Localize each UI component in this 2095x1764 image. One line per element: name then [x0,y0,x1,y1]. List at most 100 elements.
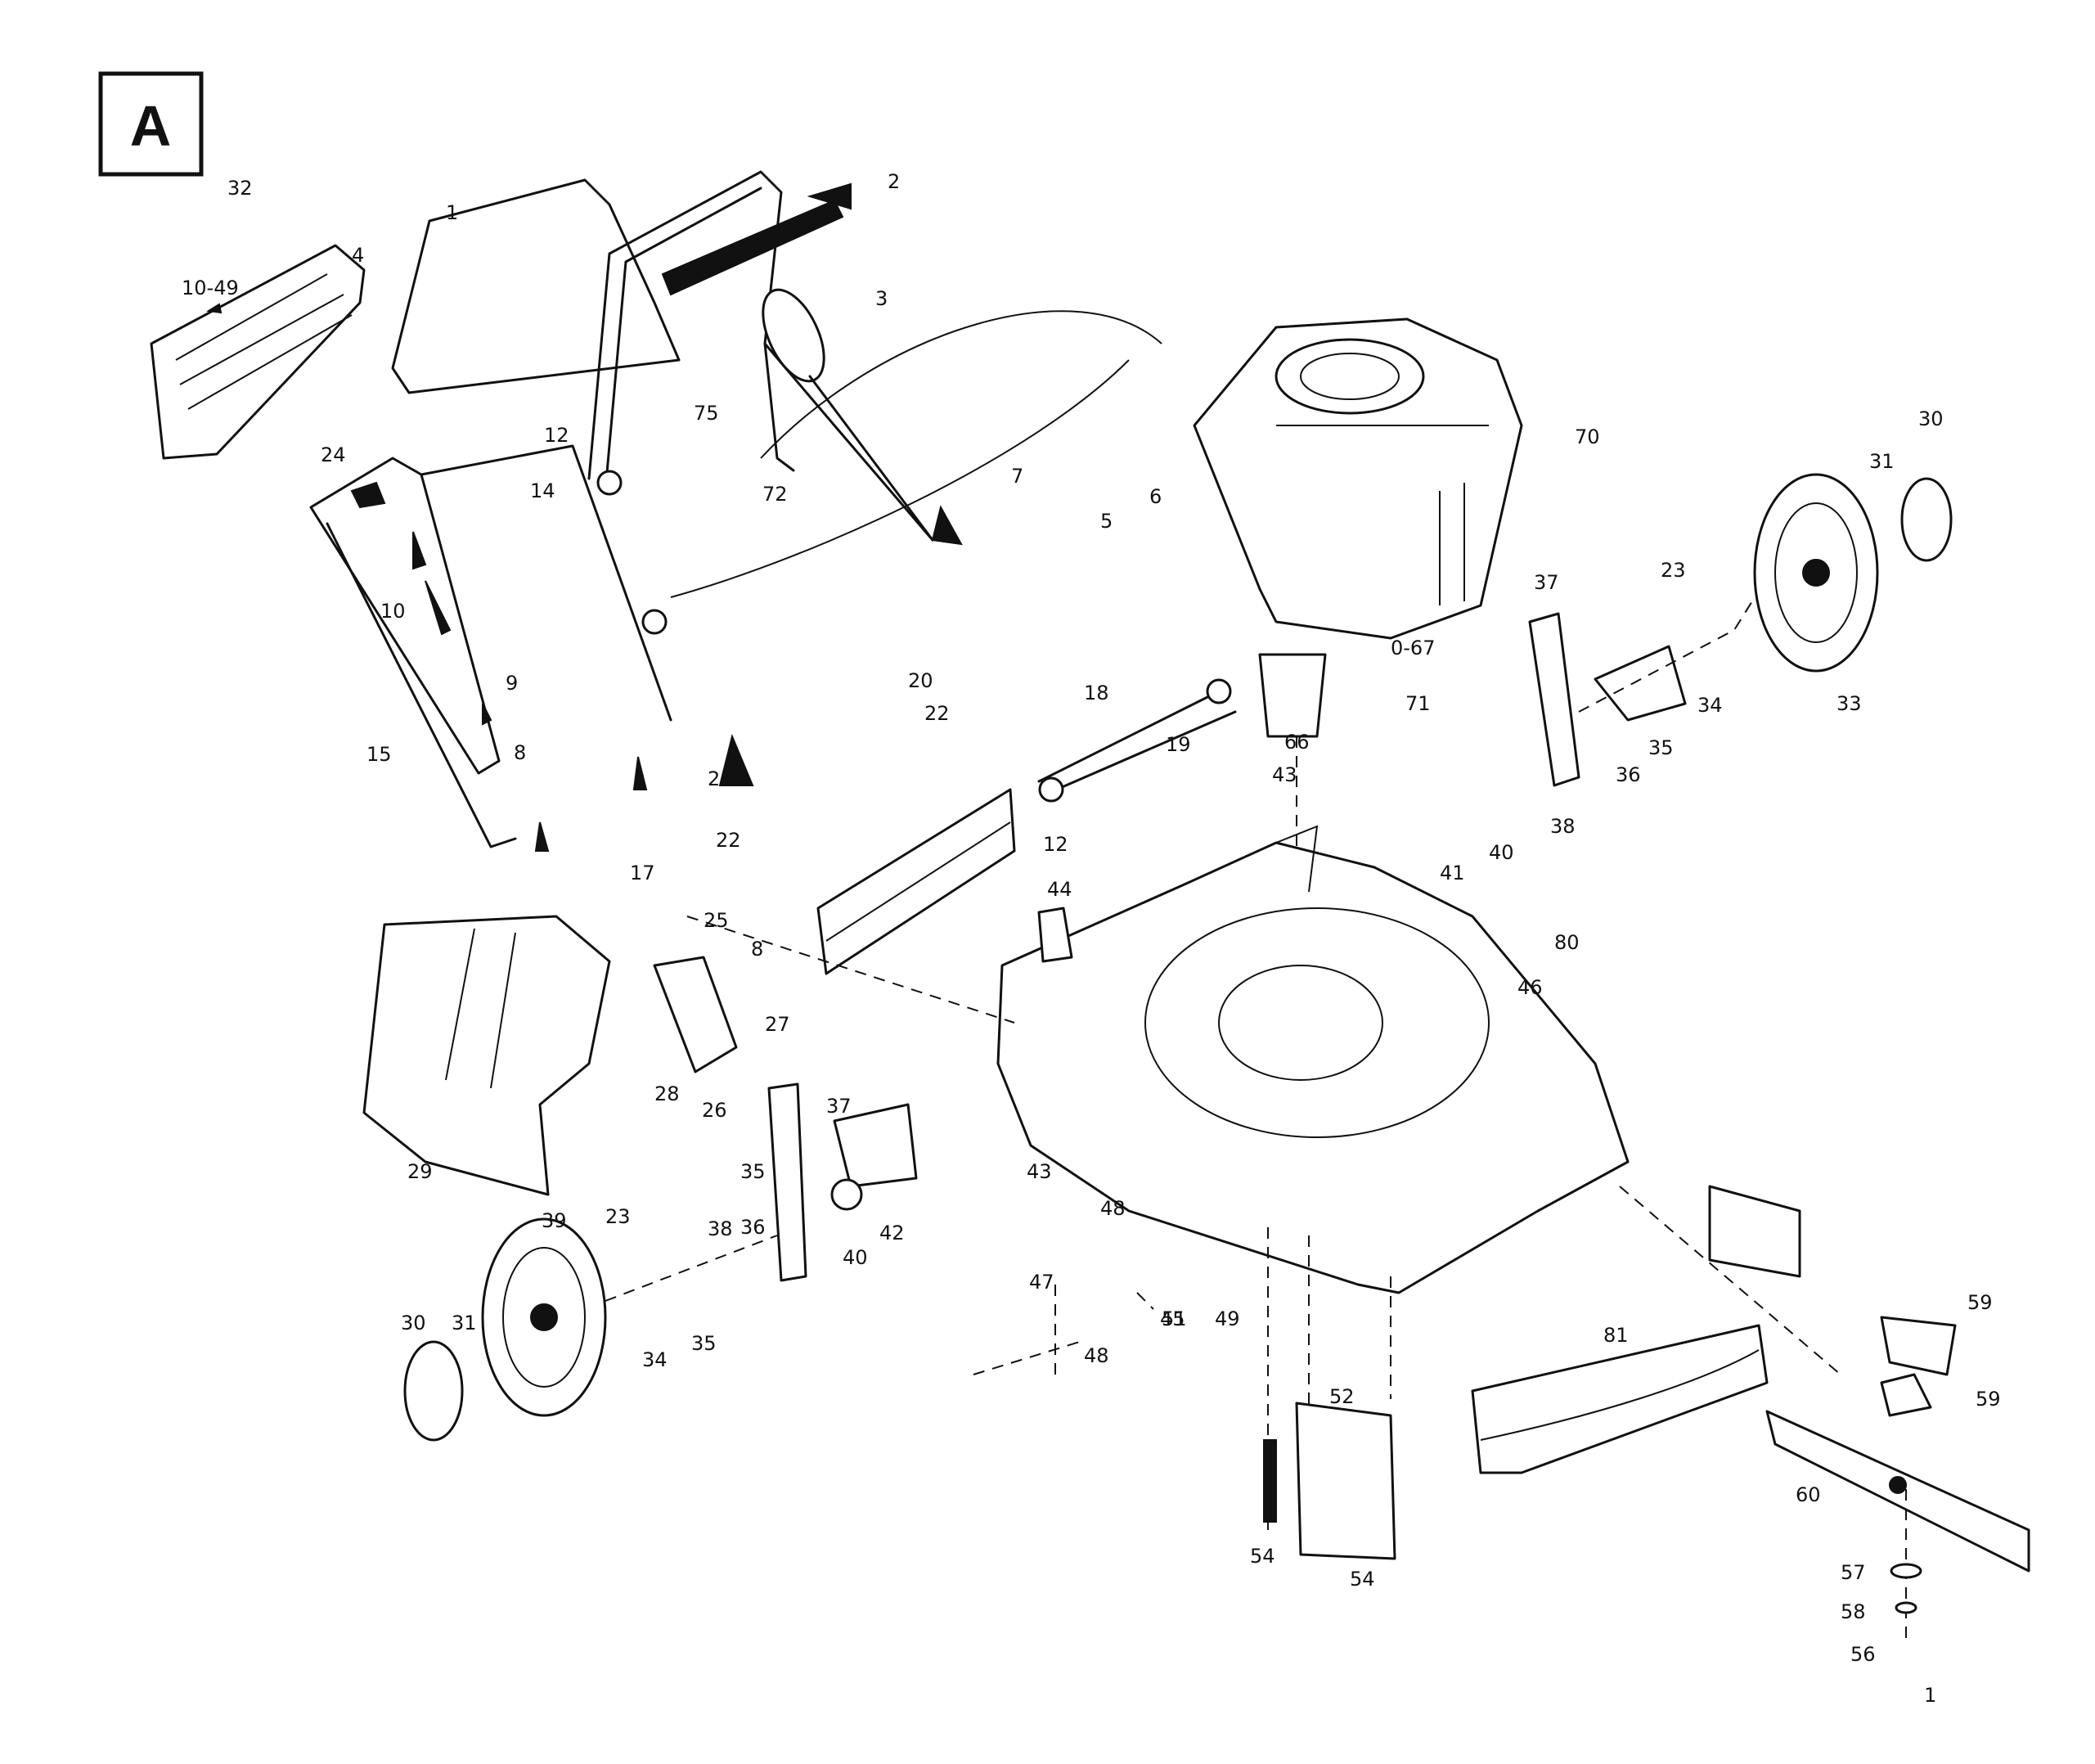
control-cable-part [670,310,1162,598]
mower-deck-part [996,825,1630,1294]
control-panel-part [150,244,366,460]
part-label: 75 [694,402,719,425]
part-label: 3 [875,287,888,310]
part-label: 12 [544,424,569,447]
right-height-adjuster [1528,596,1756,787]
part-label: 12 [1043,833,1068,856]
part-label: 21 [708,767,733,790]
part-label: 23 [1661,559,1686,582]
part-label: 33 [1836,692,1862,715]
part-label: 30 [1918,407,1944,430]
part-label: 46 [1517,976,1543,999]
part-label: 6 [1149,485,1162,508]
part-label: 15 [366,743,392,766]
engine-part [1193,317,1523,640]
bag-frame-part [653,916,1015,1073]
part-label: 14 [530,479,555,502]
part-label: 60 [1796,1483,1821,1506]
part-label: 48 [1084,1344,1109,1367]
blade-part [1765,1410,2030,1573]
deck-bolts-part [1263,1227,1396,1560]
part-label: 7 [1011,465,1023,488]
part-label: 29 [407,1160,433,1183]
part-label: 5 [1100,510,1113,533]
part-label: 58 [1841,1600,1866,1623]
part-label: 72 [762,483,788,506]
part-label: 36 [740,1216,766,1239]
part-label: 38 [708,1217,733,1240]
part-label: 23 [605,1205,631,1228]
mulch-plug-part [1471,1185,1801,1474]
part-label: 8 [751,938,763,961]
part-label: 38 [1550,815,1576,838]
part-label: 45 [1160,1307,1185,1330]
part-label: 42 [879,1222,905,1244]
part-label: 48 [1100,1197,1126,1220]
part-labels: 32 1 2 3 4 10-49 24 12 75 14 72 7 10 9 8… [182,170,2001,1707]
part-label: 32 [227,177,253,200]
part-label: 34 [1697,694,1723,717]
part-label: 66 [1284,731,1310,754]
part-label: 20 [908,669,933,692]
part-label: 27 [765,1013,790,1036]
part-label: 39 [542,1209,567,1232]
part-label: 24 [321,443,346,466]
part-label: 22 [924,702,950,725]
part-label: 18 [1084,682,1109,704]
part-label: 31 [1869,450,1895,473]
part-label: 59 [1976,1388,2001,1411]
part-label: 70 [1575,425,1600,448]
part-label: 80 [1554,931,1580,954]
part-label: 57 [1841,1561,1866,1584]
part-label: 40 [843,1246,868,1269]
part-label: 56 [1850,1643,1876,1666]
grass-bag-part [362,915,611,1196]
part-label: 31 [452,1312,477,1334]
blade-adapter-part [1880,1316,1957,1417]
part-label: 71 [1405,692,1431,715]
part-label: 81 [1603,1324,1629,1347]
part-label: 43 [1272,763,1297,786]
part-label: 35 [740,1160,766,1183]
part-label: 4 [352,244,364,267]
part-label: 8 [514,741,526,764]
part-label: 43 [1027,1160,1052,1183]
part-label: 37 [1534,571,1559,594]
part-label: 26 [702,1099,727,1122]
part-label: 49 [1215,1307,1240,1330]
blade-bolt-part [1890,1489,1922,1645]
part-label: 2 [888,170,900,193]
part-label: 19 [1166,733,1191,756]
part-label: 37 [826,1095,852,1118]
part-label: 40 [1489,841,1514,864]
left-wheel-part [403,1217,607,1442]
part-label: 51 [1162,1307,1187,1330]
part-label: 30 [401,1312,426,1334]
part-label: 34 [642,1348,668,1371]
part-label: 41 [1440,862,1465,884]
wheel-axle-dash-lines [973,1186,1841,1383]
part-label: 52 [1329,1385,1355,1408]
part-label: 54 [1350,1568,1375,1591]
part-label: 1 [446,201,458,224]
part-label: 44 [1047,878,1072,901]
part-label: 10 [380,600,406,623]
part-label: 9 [506,672,518,695]
part-label: 35 [691,1332,717,1355]
hinge-rod-part [1037,678,1237,803]
part-label: 54 [1250,1545,1275,1568]
part-label: 28 [654,1082,680,1105]
part-label: 36 [1616,763,1641,786]
rear-door-part [816,788,1016,975]
part-label: 22 [716,829,741,852]
part-label: 35 [1648,736,1674,759]
frame-letter: A [130,94,172,158]
handle-hardware [350,470,668,852]
part-label: 47 [1029,1271,1054,1294]
lower-handle-part [309,444,963,848]
control-lever-part [762,288,934,542]
part-label: 10-49 [182,277,239,299]
right-wheel-part [1753,473,1953,673]
left-height-adjuster [605,1082,918,1302]
part-label: 17 [630,862,655,884]
